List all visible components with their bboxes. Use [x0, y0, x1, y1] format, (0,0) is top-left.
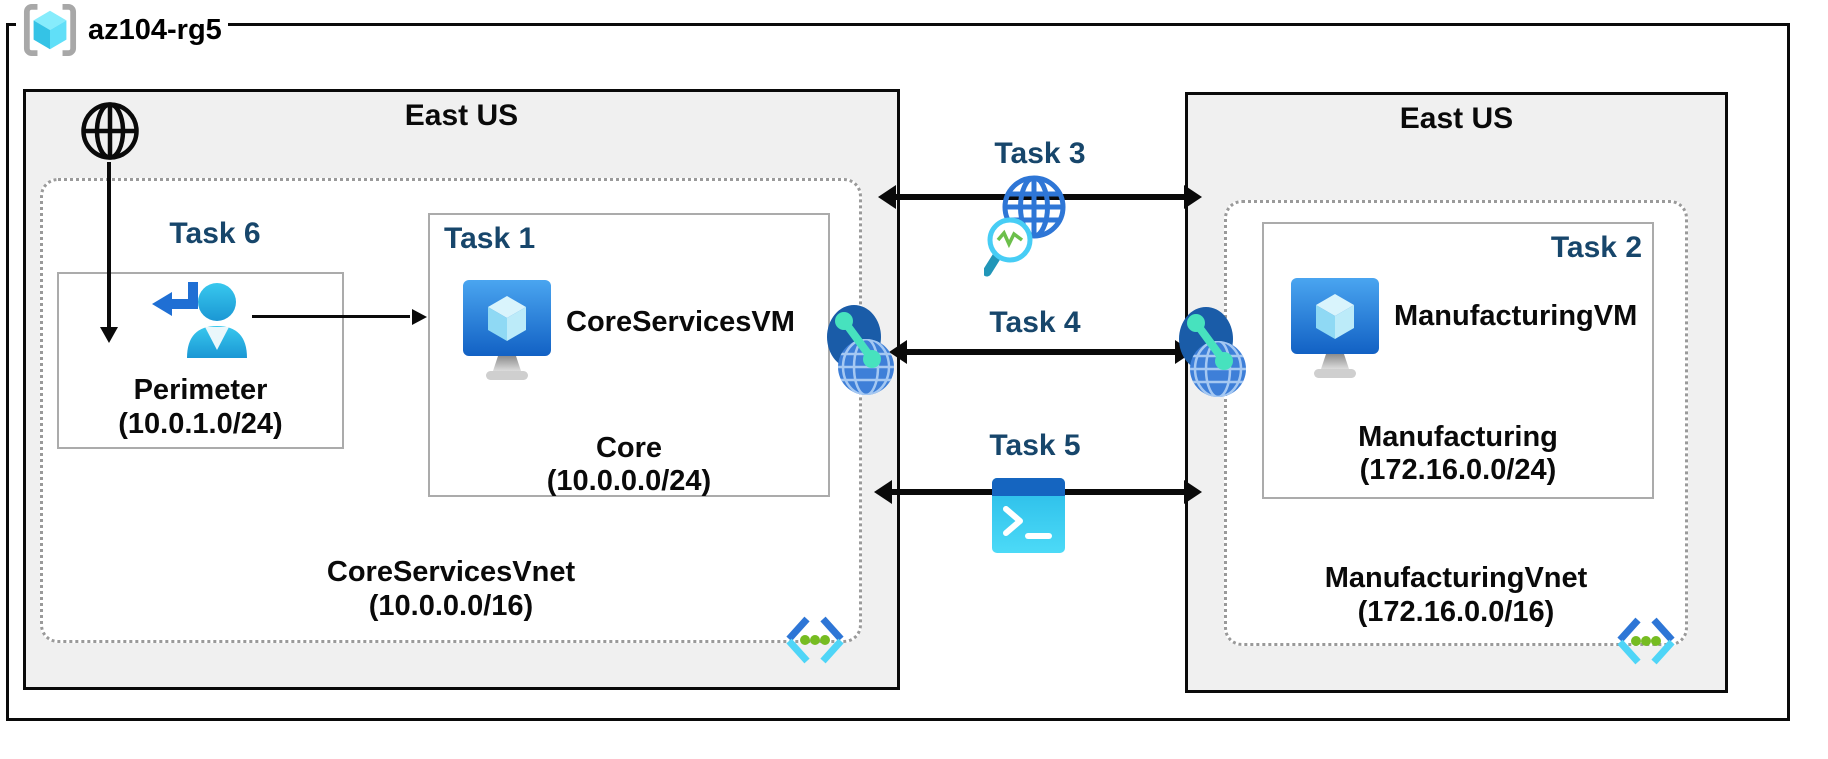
task4-label: Task 4 [989, 306, 1081, 339]
arrow-task3 [895, 194, 1185, 200]
virtual-machine-icon [463, 280, 551, 380]
virtual-network-icon [1617, 617, 1675, 665]
region-left-title: East US [404, 99, 519, 132]
resource-group-label: az104-rg5 [88, 13, 222, 46]
virtual-network-icon [786, 616, 844, 664]
task3-label: Task 3 [994, 137, 1086, 170]
coreservicesvnet-name: CoreServicesVnet [326, 556, 576, 588]
resource-group-badge: az104-rg5 [16, 2, 228, 58]
manufacturing-subnet-name: Manufacturing [1358, 421, 1558, 453]
vnet-peering-icon [1179, 307, 1246, 397]
arrow-task4 [906, 349, 1176, 355]
core-subnet-cidr: (10.0.0.0/24) [546, 465, 712, 497]
perimeter-subnet-name: Perimeter [133, 374, 268, 406]
network-watcher-icon [984, 175, 1066, 277]
manufacturingvnet-cidr: (172.16.0.0/16) [1357, 596, 1555, 628]
coreservices-vm-name: CoreServicesVM [566, 306, 795, 338]
arrow-internet-to-perimeter [107, 162, 111, 328]
vnet-peering-icon [827, 305, 894, 395]
internet-globe-icon [81, 102, 139, 160]
cloud-shell-terminal-icon [992, 478, 1065, 553]
resource-group-icon [23, 3, 77, 57]
resource-group-boundary [6, 23, 1790, 721]
virtual-machine-icon [1291, 278, 1379, 378]
manufacturingvnet-name: ManufacturingVnet [1324, 562, 1588, 594]
region-right-title: East US [1399, 102, 1514, 135]
manufacturing-subnet-cidr: (172.16.0.0/24) [1359, 454, 1557, 486]
core-subnet-name: Core [595, 432, 663, 464]
arrow-perimeter-to-coreservicesvm [252, 315, 410, 318]
signin-user-icon [152, 282, 247, 358]
task2-label: Task 2 [1550, 231, 1642, 264]
task1-label: Task 1 [444, 222, 536, 255]
task6-label: Task 6 [169, 217, 261, 250]
coreservicesvnet-cidr: (10.0.0.0/16) [368, 590, 534, 622]
manufacturing-vm-name: ManufacturingVM [1394, 300, 1638, 332]
perimeter-subnet-cidr: (10.0.1.0/24) [118, 408, 283, 440]
task5-label: Task 5 [989, 429, 1081, 462]
